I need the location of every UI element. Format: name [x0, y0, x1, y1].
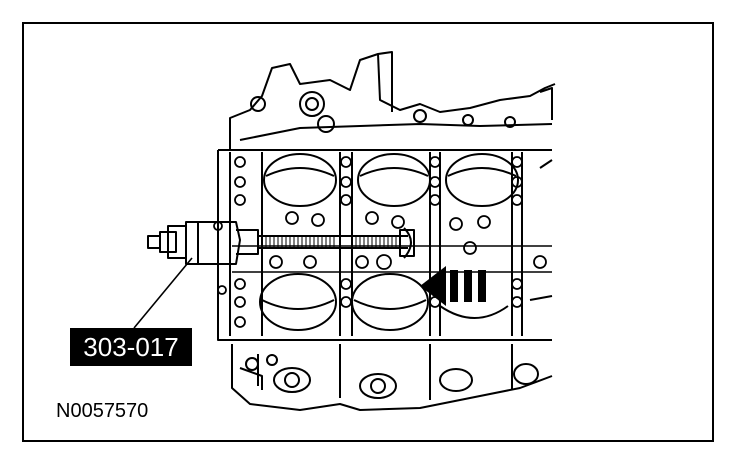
direction-arrow	[420, 266, 486, 306]
passage-holes	[213, 211, 547, 270]
figure-frame	[22, 22, 714, 442]
lower-engine-contour	[231, 344, 553, 411]
upper-cylinder-bores	[263, 153, 553, 207]
tool-303-017	[147, 221, 415, 265]
callout-leader-line	[133, 257, 193, 329]
block-deck	[217, 149, 552, 341]
tool-threads	[261, 236, 397, 248]
figure-id: N0057570	[56, 400, 149, 422]
tool-callout-label: 303-017	[70, 328, 192, 366]
upper-engine-contour	[229, 51, 556, 150]
deck-bolt-holes	[217, 156, 523, 328]
lower-cylinder-bores	[259, 273, 553, 331]
